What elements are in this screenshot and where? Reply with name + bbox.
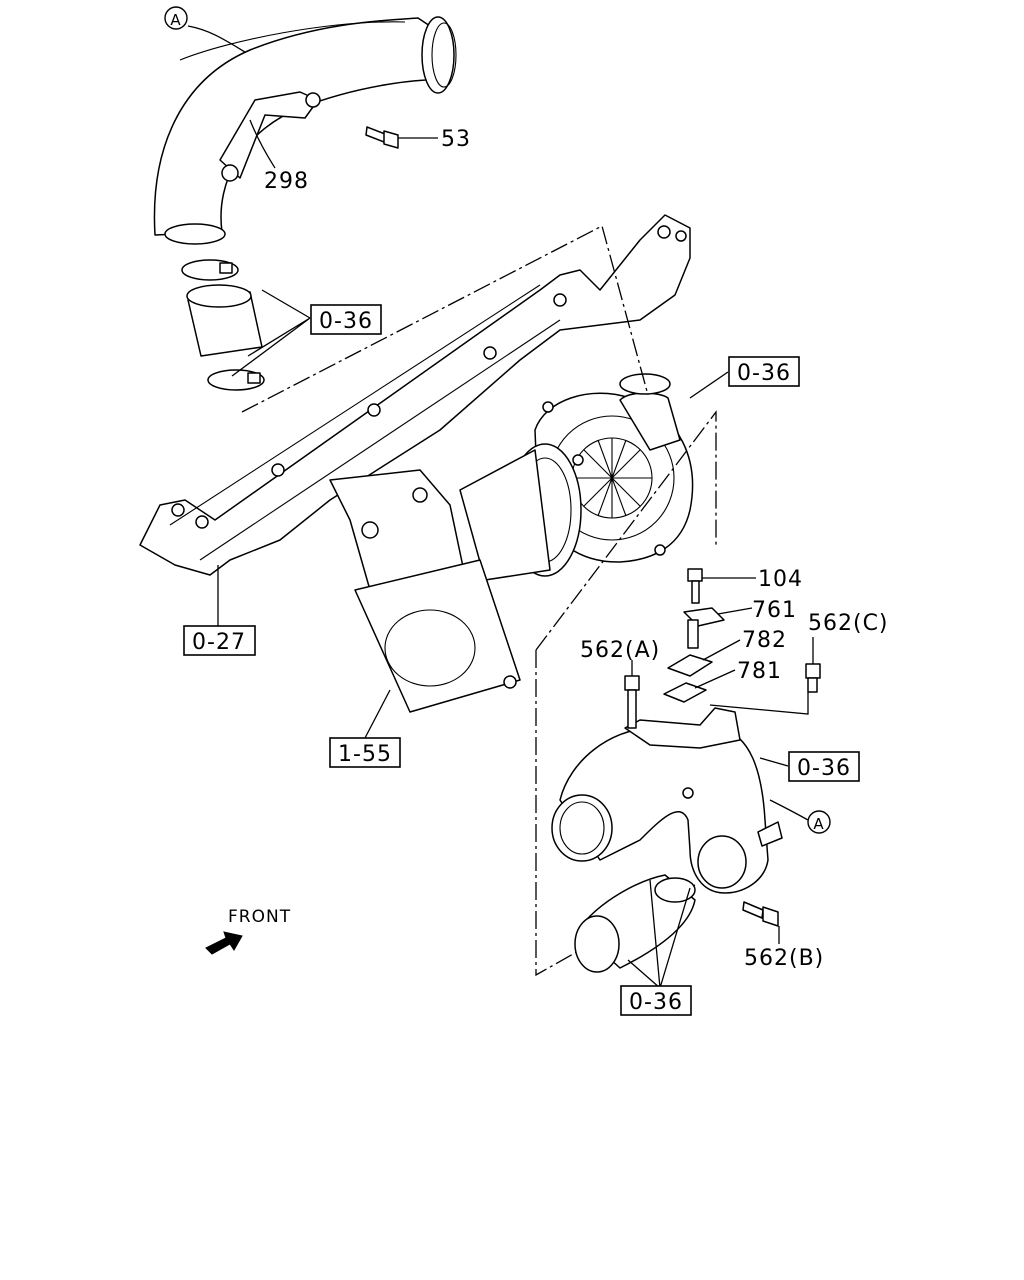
svg-text:A: A [813, 815, 824, 833]
pipe-bracket [219, 91, 321, 182]
bolt-104 [687, 568, 703, 604]
arrow-front-icon [205, 931, 243, 955]
front-label: FRONT [228, 907, 291, 927]
callout-562a[interactable]: 562(A) [580, 638, 660, 663]
bolt-562b [742, 901, 779, 927]
callout-ref-036-clamps[interactable]: 0-36 [310, 304, 382, 335]
bolt-562c [805, 663, 821, 693]
callout-ref-a-top: A [164, 6, 188, 30]
lower-hose [574, 874, 696, 973]
hose-clamp-lower [207, 369, 265, 391]
hose-clamp-upper [181, 259, 239, 281]
turbocharger [459, 373, 694, 581]
callout-ref-036-bottom-hose[interactable]: 0-36 [620, 985, 692, 1016]
bolt-53 [365, 126, 399, 149]
svg-text:1-55: 1-55 [338, 742, 392, 767]
hose-sleeve [186, 284, 263, 357]
callout-ref-155[interactable]: 1-55 [329, 737, 401, 768]
svg-text:0-36: 0-36 [797, 756, 851, 781]
upper-intake-pipe [153, 16, 457, 245]
callout-ref-a-right: A [807, 810, 831, 834]
callout-ref-036-turbo-outlet[interactable]: 0-36 [728, 356, 800, 387]
svg-text:A: A [170, 11, 181, 29]
sensor-761 [683, 607, 725, 649]
lower-intake-pipe [551, 707, 783, 894]
leader-lines [187, 25, 814, 989]
gasket-782 [667, 654, 713, 677]
callout-104[interactable]: 104 [758, 567, 803, 592]
bolt-562a [624, 675, 640, 729]
callout-ref-036-intake-pipe[interactable]: 0-36 [788, 751, 860, 782]
front-indicator: FRONT [205, 907, 291, 955]
exhaust-manifold [139, 214, 691, 576]
svg-text:0-27: 0-27 [192, 630, 246, 655]
callout-781[interactable]: 781 [737, 659, 782, 684]
callout-53[interactable]: 53 [441, 127, 471, 152]
callout-761[interactable]: 761 [752, 598, 797, 623]
svg-text:0-36: 0-36 [737, 361, 791, 386]
svg-text:0-36: 0-36 [319, 309, 373, 334]
callout-782[interactable]: 782 [742, 628, 787, 653]
manifold-bracket-and-flange [329, 469, 521, 713]
callout-562c[interactable]: 562(C) [808, 611, 889, 636]
svg-text:0-36: 0-36 [629, 990, 683, 1015]
callout-ref-027[interactable]: 0-27 [183, 625, 256, 656]
callout-298[interactable]: 298 [264, 169, 309, 194]
callout-562b[interactable]: 562(B) [744, 946, 824, 971]
